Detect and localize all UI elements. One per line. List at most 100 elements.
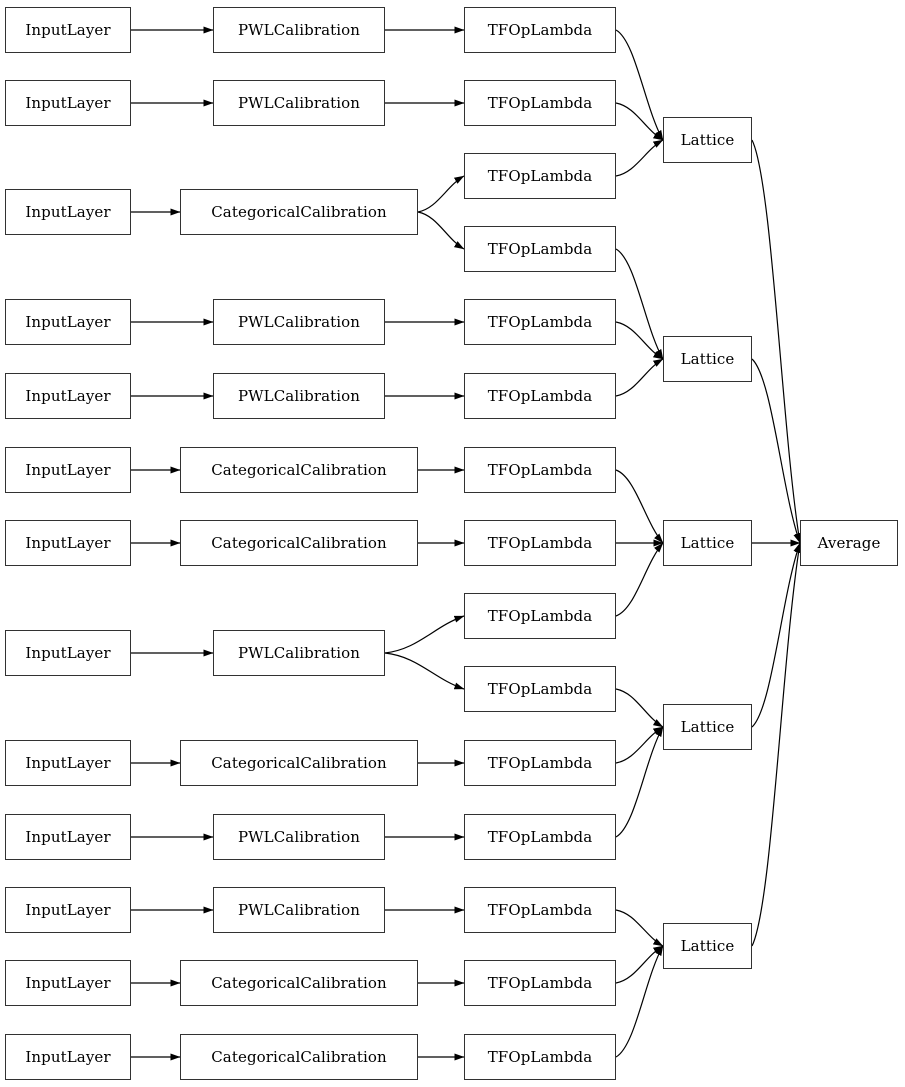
node-in5[interactable]: InputLayer [5,373,131,419]
node-label: PWLCalibration [237,93,361,112]
node-in7[interactable]: InputLayer [5,520,131,566]
node-label: TFOpLambda [487,312,593,331]
node-label: InputLayer [25,93,111,112]
edge-op15-to-lat5 [615,945,664,1058]
node-label: TFOpLambda [487,20,593,39]
node-in8[interactable]: InputLayer [5,630,131,676]
node-cal9[interactable]: CategoricalCalibration [180,740,418,786]
node-cal10[interactable]: PWLCalibration [213,814,385,860]
node-op2[interactable]: TFOpLambda [464,80,616,126]
node-op14[interactable]: TFOpLambda [464,960,616,1006]
node-label: TFOpLambda [487,606,593,625]
node-op5[interactable]: TFOpLambda [464,299,616,345]
node-cal12[interactable]: CategoricalCalibration [180,960,418,1006]
node-cal3[interactable]: CategoricalCalibration [180,189,418,235]
node-in11[interactable]: InputLayer [5,887,131,933]
node-label: InputLayer [25,900,111,919]
node-cal4[interactable]: PWLCalibration [213,299,385,345]
node-cal5[interactable]: PWLCalibration [213,373,385,419]
node-avg[interactable]: Average [800,520,898,566]
node-lat5[interactable]: Lattice [663,923,752,969]
node-label: CategoricalCalibration [211,460,387,479]
edge-lat2-to-avg [751,358,801,544]
node-label: CategoricalCalibration [211,753,387,772]
node-in13[interactable]: InputLayer [5,1034,131,1080]
node-in12[interactable]: InputLayer [5,960,131,1006]
node-label: TFOpLambda [487,1047,593,1066]
node-label: InputLayer [25,643,111,662]
node-label: TFOpLambda [487,386,593,405]
node-op1[interactable]: TFOpLambda [464,7,616,53]
node-label: TFOpLambda [487,93,593,112]
edge-op11-to-lat4 [615,726,664,764]
node-op4[interactable]: TFOpLambda [464,226,616,272]
node-lat4[interactable]: Lattice [663,704,752,750]
node-label: TFOpLambda [487,166,593,185]
node-cal7[interactable]: CategoricalCalibration [180,520,418,566]
node-op3[interactable]: TFOpLambda [464,153,616,199]
node-label: CategoricalCalibration [211,1047,387,1066]
node-in2[interactable]: InputLayer [5,80,131,126]
edge-lat4-to-avg [751,542,801,728]
node-in3[interactable]: InputLayer [5,189,131,235]
node-lat2[interactable]: Lattice [663,336,752,382]
node-cal13[interactable]: CategoricalCalibration [180,1034,418,1080]
node-label: TFOpLambda [487,827,593,846]
node-op7[interactable]: TFOpLambda [464,447,616,493]
edge-op13-to-lat5 [615,909,664,947]
node-cal11[interactable]: PWLCalibration [213,887,385,933]
node-label: InputLayer [25,202,111,221]
node-op10[interactable]: TFOpLambda [464,666,616,712]
node-in10[interactable]: InputLayer [5,814,131,860]
node-label: TFOpLambda [487,460,593,479]
edge-cal8-to-op9 [384,615,465,654]
node-label: InputLayer [25,973,111,992]
node-cal2[interactable]: PWLCalibration [213,80,385,126]
node-label: TFOpLambda [487,533,593,552]
edge-op4-to-lat2 [615,248,664,360]
edge-op6-to-lat2 [615,358,664,397]
node-op13[interactable]: TFOpLambda [464,887,616,933]
edge-op9-to-lat3 [615,542,664,617]
node-label: PWLCalibration [237,312,361,331]
node-cal6[interactable]: CategoricalCalibration [180,447,418,493]
node-in1[interactable]: InputLayer [5,7,131,53]
node-op11[interactable]: TFOpLambda [464,740,616,786]
node-label: Lattice [680,130,735,149]
node-in6[interactable]: InputLayer [5,447,131,493]
node-op15[interactable]: TFOpLambda [464,1034,616,1080]
node-label: PWLCalibration [237,827,361,846]
edge-cal3-to-op4 [417,211,465,250]
node-op9[interactable]: TFOpLambda [464,593,616,639]
node-in4[interactable]: InputLayer [5,299,131,345]
node-label: Average [817,533,881,552]
node-label: InputLayer [25,312,111,331]
edge-op7-to-lat3 [615,469,664,544]
node-label: InputLayer [25,1047,111,1066]
node-label: InputLayer [25,827,111,846]
node-lat1[interactable]: Lattice [663,117,752,163]
node-label: InputLayer [25,533,111,552]
node-label: Lattice [680,936,735,955]
edge-lat5-to-avg [751,542,802,947]
edge-cal8-to-op10 [384,652,465,690]
node-label: InputLayer [25,753,111,772]
node-label: TFOpLambda [487,239,593,258]
node-label: PWLCalibration [237,20,361,39]
node-op8[interactable]: TFOpLambda [464,520,616,566]
node-label: PWLCalibration [237,900,361,919]
edge-op5-to-lat2 [615,321,664,360]
node-label: TFOpLambda [487,679,593,698]
node-label: CategoricalCalibration [211,533,387,552]
node-op12[interactable]: TFOpLambda [464,814,616,860]
edge-op10-to-lat4 [615,688,664,728]
edge-op1-to-lat1 [615,29,664,141]
node-op6[interactable]: TFOpLambda [464,373,616,419]
node-label: TFOpLambda [487,753,593,772]
node-in9[interactable]: InputLayer [5,740,131,786]
node-cal1[interactable]: PWLCalibration [213,7,385,53]
node-lat3[interactable]: Lattice [663,520,752,566]
node-label: CategoricalCalibration [211,973,387,992]
node-cal8[interactable]: PWLCalibration [213,630,385,676]
